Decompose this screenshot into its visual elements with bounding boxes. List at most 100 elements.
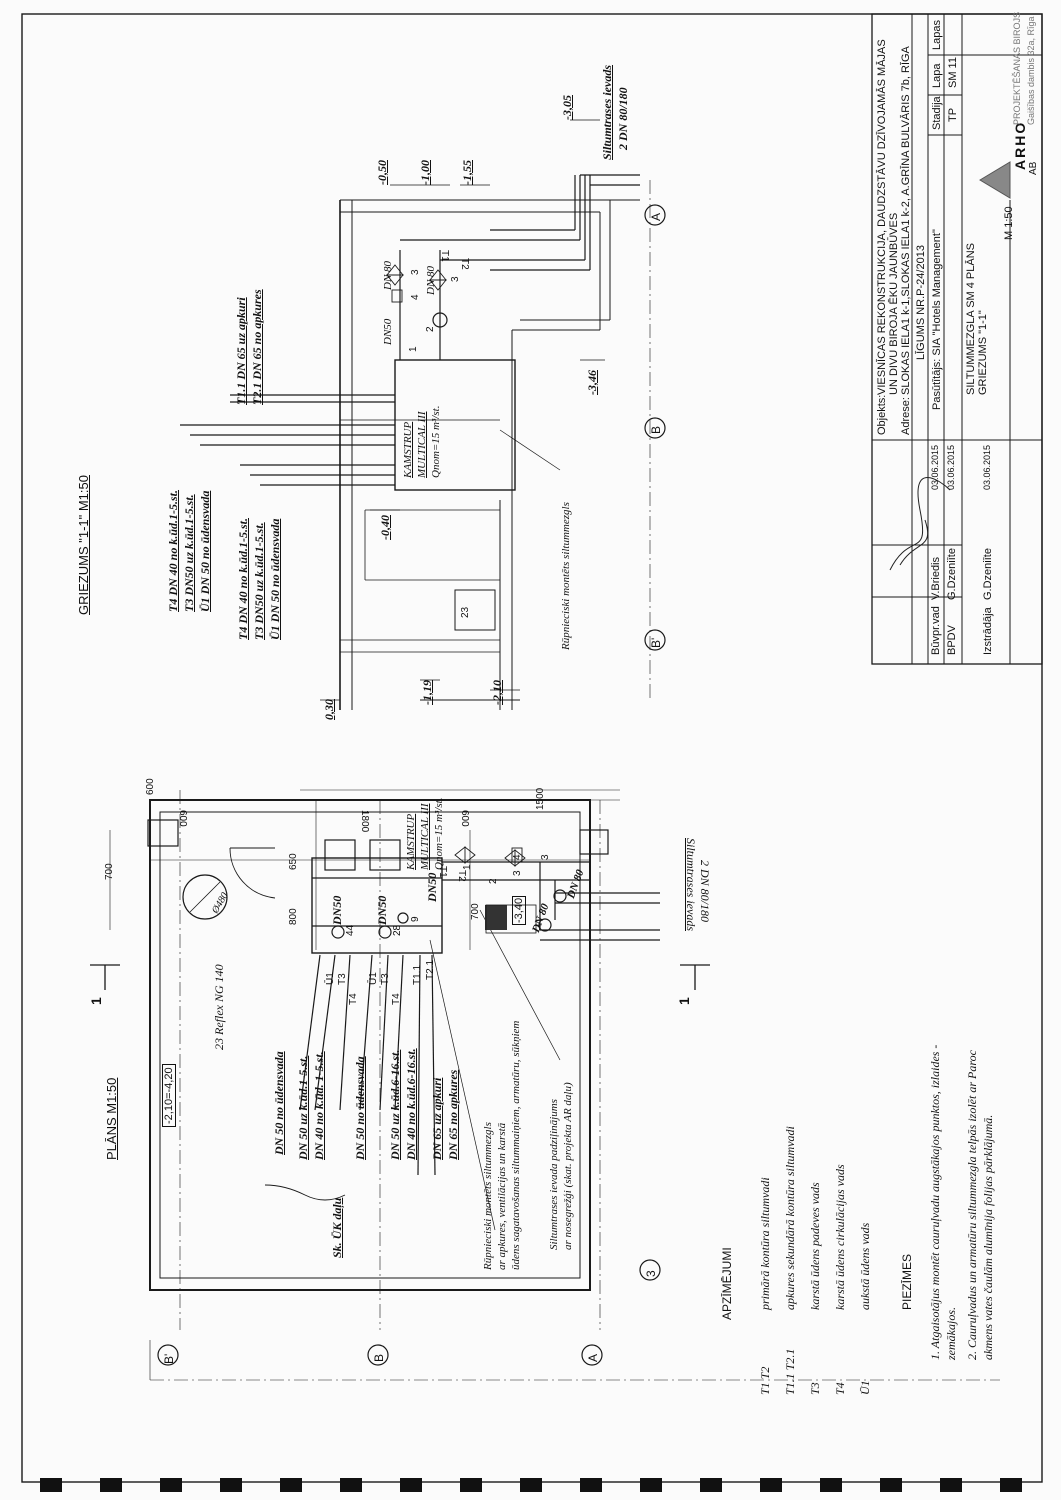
binding-mark xyxy=(1000,1478,1022,1492)
plan-num-3b: 3 xyxy=(540,854,551,860)
plan-pipe-label-8: DN 65 no apkures xyxy=(446,1069,460,1160)
section-view xyxy=(180,119,666,710)
section-num-4: 4 xyxy=(410,294,421,300)
plan-dn-a: DN50 xyxy=(330,895,344,925)
dim-700: 700 xyxy=(104,863,115,880)
binding-mark xyxy=(340,1478,362,1492)
lvl-100: -1,00 xyxy=(418,160,432,185)
legend-text-4: karstā ūdens cirkulācijas vads xyxy=(833,1164,847,1310)
signature-marks xyxy=(889,477,951,571)
notes-title: PIEZĪMES xyxy=(900,1253,914,1310)
tag-t2-1: T2.1 xyxy=(425,959,436,980)
company-text: PROJEKTĒŠANAS BIROJS xyxy=(1012,11,1022,125)
lvl-210: -2,10 xyxy=(490,680,504,705)
sk-uk-label: Sk. ŪK daļu xyxy=(330,1197,344,1258)
legend-code-2: T1.1 T2.1 xyxy=(783,1348,797,1395)
plan-level: -2,10=-4,20 xyxy=(162,1064,176,1127)
section-meter-1: KAMSTRUP xyxy=(402,421,414,478)
tb-date-3: 03.06.2015 xyxy=(982,444,992,490)
unit-label-1: Rūpnieciski montēts siltummezgls xyxy=(482,1122,494,1270)
section-num-1: 1 xyxy=(408,346,419,352)
legend-code-1: T1 T2 xyxy=(758,1366,772,1395)
binding-mark xyxy=(100,1478,122,1492)
dim-650: 650 xyxy=(288,853,299,870)
section-dn-c: DN 80 xyxy=(425,265,437,295)
section-meter-2: MULTICAL III xyxy=(416,411,428,479)
section-label-a3: Ū1 DN 50 no ūdensvada xyxy=(198,490,212,612)
title-block xyxy=(871,13,1043,665)
plan-entry-1: Siltumtrases ievads xyxy=(684,838,698,931)
tb-sheet-header: Lapa xyxy=(931,63,943,88)
tag-t3-b: T3 xyxy=(380,973,391,985)
plan-num-9: 9 xyxy=(410,916,421,922)
plan-pipe-label-7: DN 65 uz apkuri xyxy=(430,1077,444,1160)
plan-title: PLĀNS M1:50 xyxy=(104,1077,119,1160)
section-t1: T1 xyxy=(439,250,450,262)
legend-code-3: T3 xyxy=(808,1382,822,1395)
section-unit-label: Rūpnieciski montēts siltummezgls xyxy=(560,502,572,650)
legend-text-5: aukstā ūdens vads xyxy=(858,1222,872,1310)
legend-text-2: apkures sekundārā kontūra siltumvadi xyxy=(783,1126,797,1310)
binding-mark xyxy=(580,1478,602,1492)
tag-t3-a: T3 xyxy=(337,973,348,985)
reflex-label: 23 Reflex NG 140 xyxy=(212,964,226,1050)
legend-code-5: Ū1 xyxy=(858,1380,872,1395)
tag-u1-b: Ū1 xyxy=(368,972,379,985)
tb-drawing-2: GRIEZUMS "1-1" xyxy=(977,310,989,395)
grid-3: 3 xyxy=(644,1270,658,1277)
tb-client: Pasūtītājs: SIA "Hotels Management" xyxy=(931,229,943,410)
note-line-3: 2. Cauruļvadus un armatūru siltummezgla … xyxy=(965,1050,979,1360)
legend-text-1: primārā kontūra siltumvadi xyxy=(758,1177,772,1310)
legend-title: APZĪMĒJUMI xyxy=(720,1247,734,1320)
section-grid-b-prime: B' xyxy=(649,637,663,648)
section-dn-a: DN50 xyxy=(382,318,394,345)
section-dn-b: DN 80 xyxy=(382,260,394,290)
section-entry-1: Siltumtrases ievads xyxy=(600,64,614,160)
dim-600c: 600 xyxy=(459,810,470,827)
binding-mark xyxy=(880,1478,902,1492)
plan-pipe-label-4: DN 50 no ūdensvada xyxy=(353,1056,367,1160)
section-grid-b: B xyxy=(649,425,663,434)
plan-view xyxy=(90,789,1000,1381)
section-mark-right: 1 xyxy=(676,997,692,1005)
binding-mark xyxy=(640,1478,662,1492)
grid-a: A xyxy=(586,1353,600,1362)
lvl-040: -0,40 xyxy=(378,515,392,540)
tag-t4-a: T4 xyxy=(348,993,359,1005)
plan-num-3: 3 xyxy=(512,870,523,876)
plan-dn-b: DN50 xyxy=(375,895,389,925)
tb-object-line-1: VIESNĪCAS REKONSTRUKCIJA, DAUDZSTĀVU DZĪ… xyxy=(876,39,888,395)
tb-stage-value: TP xyxy=(947,107,959,122)
unit-label-3: ūdens sagatavošanas siltummaiņiem, armat… xyxy=(510,1020,522,1270)
note-line-2: zemākajos. xyxy=(944,1307,958,1360)
company-addr: Gaišības dambis 32a, Rīga xyxy=(1026,16,1036,125)
plan-pipe-label-3: DN 40 no k.ūd. 1-5.st. xyxy=(312,1051,326,1160)
tb-name-3: G.Dzeniīte xyxy=(982,548,994,600)
plan-num-4: 4 xyxy=(512,854,523,860)
unit-label-2: ar apkures, ventilācijas un karstā xyxy=(496,1122,508,1270)
tb-address: SLOKAS IELA1 k-1,SLOKAS IELA1 k-2, A.GRĪ… xyxy=(900,46,912,395)
tb-drawing-1: SILTUMMEZGLA SM 4 PLĀNS xyxy=(965,242,977,395)
tag-t1: T1 xyxy=(437,866,448,878)
binding-mark xyxy=(280,1478,302,1492)
lvl-119: -1,19 xyxy=(420,680,434,705)
ground-label-2: ar nosegrežģi (skat. projekta AR daļu) xyxy=(562,1082,574,1250)
legend-code-4: T4 xyxy=(833,1382,847,1395)
section-label-b2: T3 DN50 uz k.ūd.1-5.st. xyxy=(252,522,266,640)
dim-800: 800 xyxy=(288,908,299,925)
tag-u1-a: Ū1 xyxy=(325,972,336,985)
lvl-346: -3,46 xyxy=(585,370,599,395)
section-num-23: 23 xyxy=(460,606,471,618)
tb-stage-header: Stadija xyxy=(931,96,943,130)
binding-mark xyxy=(160,1478,182,1492)
tag-t4-b: T4 xyxy=(391,993,402,1005)
plan-entry-2: 2 DN 80/180 xyxy=(698,860,712,923)
section-title: GRIEZUMS "1-1" M1:50 xyxy=(76,475,91,615)
binding-mark xyxy=(820,1478,842,1492)
plan-meter-2: MULTICAL III xyxy=(419,803,431,871)
grid-b-prime: B' xyxy=(162,1353,176,1364)
ground-label-1: Siltumtrases ievada padziļinājums xyxy=(548,1099,560,1250)
binding-mark xyxy=(760,1478,782,1492)
tb-contract: LĪGUMS NR.P-24/2013 xyxy=(915,245,927,360)
